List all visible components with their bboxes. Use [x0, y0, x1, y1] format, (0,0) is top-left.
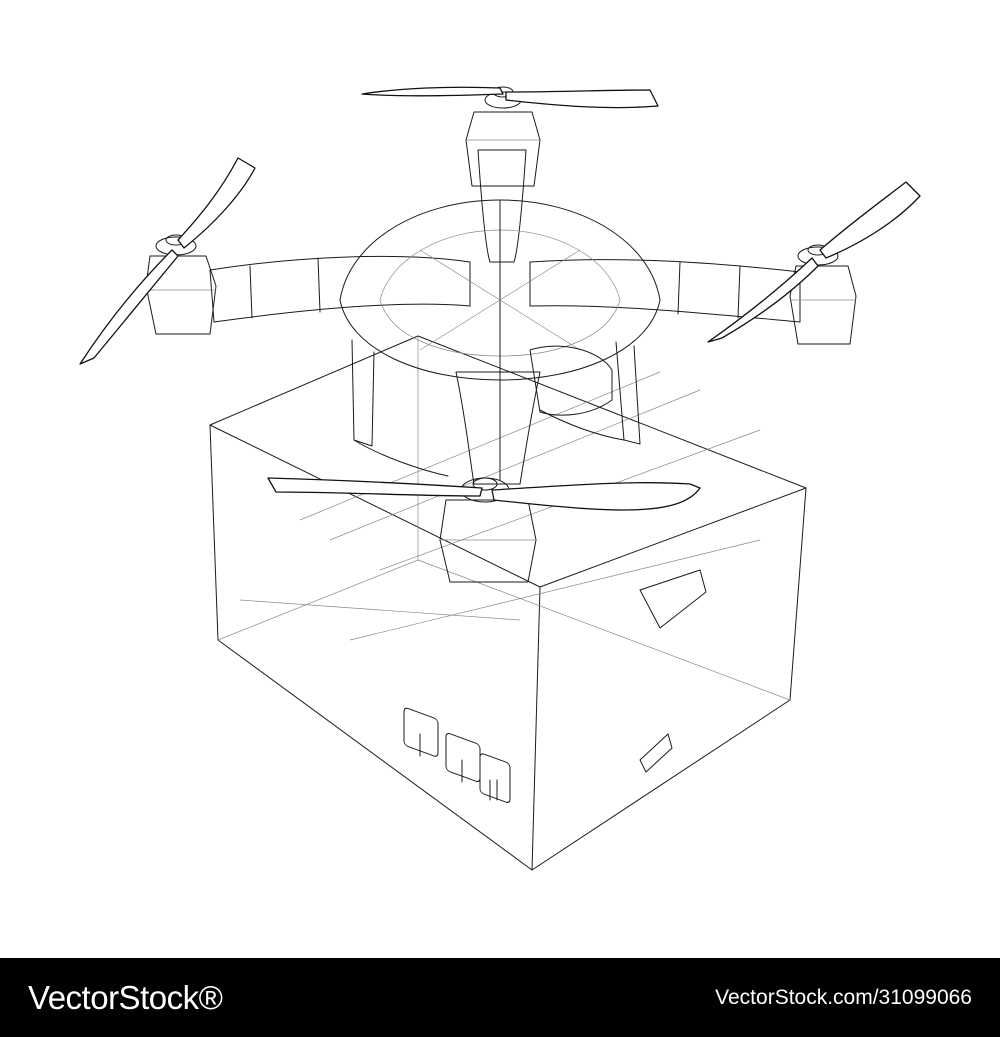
drone-wireframe-illustration	[79, 86, 921, 871]
handling-symbols	[403, 707, 511, 803]
drone-body	[209, 149, 801, 485]
drone-with-box-drawing	[79, 86, 921, 871]
image-reference-id: VectorStock.com/31099066	[715, 985, 972, 1009]
propellers	[79, 86, 921, 511]
motors	[145, 86, 857, 583]
cardboard-box	[209, 335, 807, 871]
vectorstock-brand-logo: VectorStock®	[28, 978, 223, 1016]
watermark-footer: VectorStock® VectorStock.com/31099066	[0, 958, 1000, 1037]
